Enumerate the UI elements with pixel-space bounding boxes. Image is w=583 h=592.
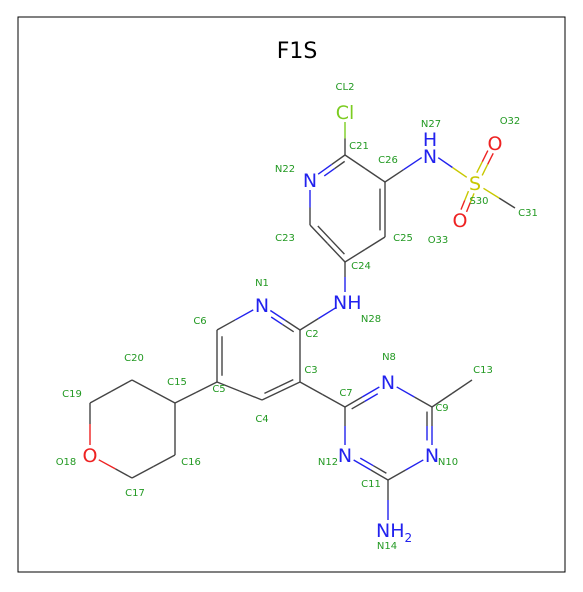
atom-label-c17: C17 [125, 488, 145, 499]
atom-label-c15: C15 [167, 377, 187, 388]
atom-symbol-n28: NH [333, 292, 362, 314]
atom-symbol-o33: O [453, 210, 468, 232]
bond-c23-c24 [309, 224, 346, 263]
bonds-layer [89, 122, 516, 520]
atom-symbol-n22: N [303, 170, 317, 192]
atom-symbol-o18: O [83, 445, 98, 467]
bond-c24-c25 [344, 236, 386, 263]
atom-labels-layer: CL2C21N22C23C24C25C26N27S30O32O33C31N28N… [56, 82, 538, 552]
atom-label-s30: S30 [469, 196, 488, 207]
bond-c9-n10 [426, 407, 433, 445]
atom-label-c13: C13 [473, 365, 493, 376]
atom-label-c5: C5 [212, 384, 225, 395]
bond-c9-c13 [431, 379, 473, 408]
atom-label-n22: N22 [275, 164, 295, 175]
atom-label-n1: N1 [255, 278, 269, 289]
atom-symbol-n10: N [425, 445, 439, 467]
atom-label-n27: N27 [421, 119, 441, 130]
bond-n28-c2 [299, 306, 337, 331]
atom-symbol-cl2: Cl [336, 102, 355, 124]
atom-label-o33: O33 [428, 235, 449, 246]
bond-o18-c17 [98, 459, 133, 479]
atom-label-n10: N10 [438, 457, 458, 468]
bond-c26-n27 [384, 156, 423, 183]
bond-c7-n8 [344, 386, 380, 410]
bond-c25-c26 [379, 182, 386, 237]
atom-symbol-n12: N [338, 445, 352, 467]
atom-label-c21: C21 [349, 141, 369, 152]
atom-label-c3: C3 [304, 365, 317, 376]
atom-label-c19: C19 [62, 389, 82, 400]
atom-label-c11: C11 [361, 479, 381, 490]
bond-c6-n1 [216, 309, 254, 331]
bond-n1-c2 [269, 309, 301, 333]
atom-label-c26: C26 [378, 155, 398, 166]
atom-label-o18: O18 [56, 457, 77, 468]
atom-label-c23: C23 [275, 233, 295, 244]
bond-c3-c7 [299, 381, 346, 408]
atom-label-n12: N12 [318, 457, 338, 468]
atom-label-c9: C9 [435, 403, 448, 414]
atom-label-o32: O32 [500, 116, 521, 127]
bond-c11-n12 [353, 457, 389, 481]
atom-label-n14: N14 [377, 541, 397, 552]
atom-label-c2: C2 [305, 329, 318, 340]
bond-c5-c15 [174, 381, 218, 404]
bond-c5-c6 [216, 330, 223, 382]
bond-s30-c31 [483, 187, 516, 209]
molecule-title: F1S [277, 39, 318, 64]
bond-c20-c19 [89, 379, 133, 404]
atom-symbol-s30: S [469, 173, 481, 195]
bond-c15-c20 [131, 379, 176, 404]
bond-s30-o33 [460, 190, 475, 213]
atom-label-c6: C6 [193, 316, 206, 327]
bond-c21-n22 [317, 154, 346, 177]
bond-n27-s30 [437, 157, 468, 178]
atom-label-n28: N28 [361, 314, 381, 325]
atom-label-c20: C20 [124, 353, 144, 364]
atom-label-c25: C25 [393, 233, 413, 244]
diagram-border [17, 16, 566, 573]
atom-label-c4: C4 [255, 414, 268, 425]
atom-symbol-o32: O [488, 133, 503, 155]
bond-c3-c4 [261, 379, 301, 401]
bond-n8-c9 [396, 386, 433, 408]
atom-label-c16: C16 [181, 457, 201, 468]
atom-label-n8: N8 [382, 352, 396, 363]
atom-symbol-n1: N [255, 295, 269, 317]
atom-symbol-n8: N [381, 372, 395, 394]
atom-label-c24: C24 [351, 261, 371, 272]
bond-n10-c11 [387, 459, 424, 481]
bond-c4-c5 [216, 381, 263, 401]
bond-c26-c21 [344, 154, 386, 183]
atom-symbol-n14: NH2 [376, 520, 412, 545]
atom-label-c7: C7 [339, 388, 352, 399]
bond-c17-c16 [131, 454, 176, 479]
bond-s30-o32 [476, 150, 494, 176]
atom-label-c31: C31 [518, 208, 538, 219]
atom-label-cl2: CL2 [336, 82, 355, 93]
